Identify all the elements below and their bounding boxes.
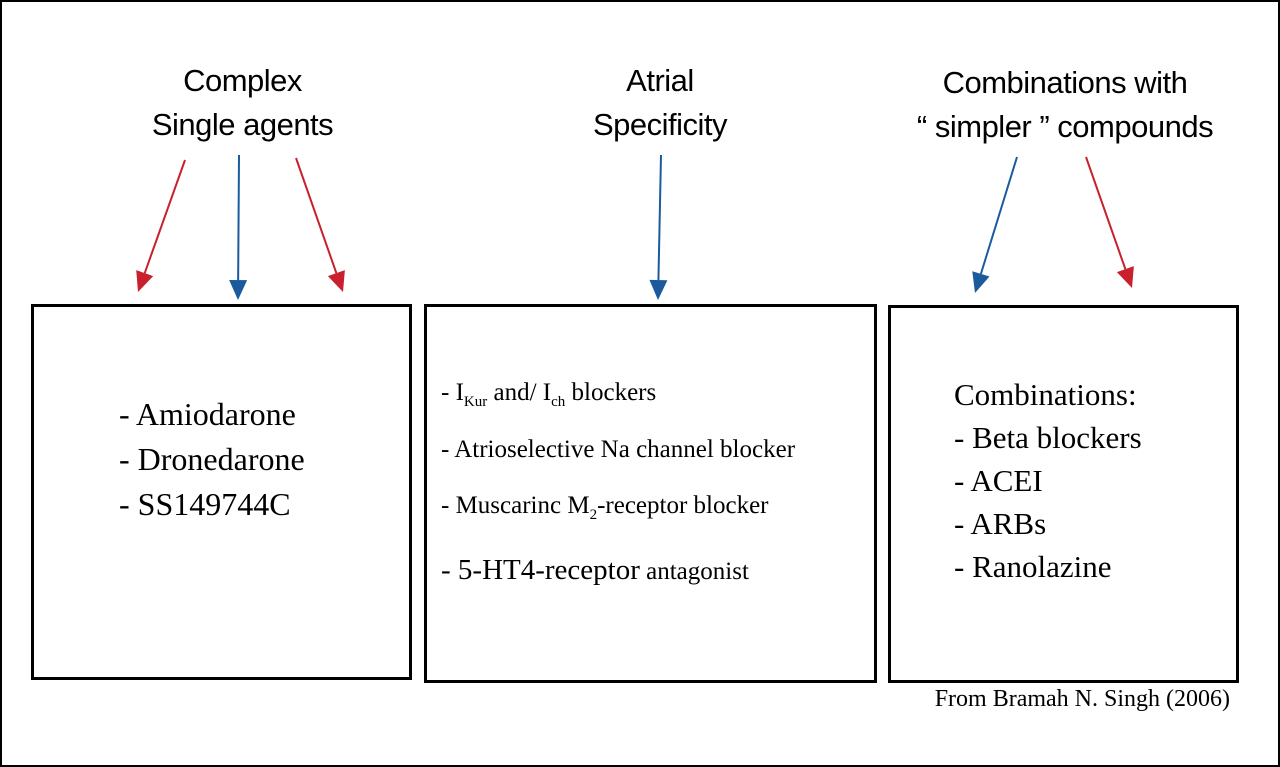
text-part: - 5-HT4-receptor	[441, 554, 640, 586]
arrow-head	[229, 279, 248, 300]
text-part: and/ I	[487, 379, 552, 406]
list-item: - ACEI	[954, 463, 1043, 498]
list-item: - Ranolazine	[954, 549, 1112, 584]
list-item: - Dronedarone	[119, 441, 305, 477]
heading-atrial-specificity: Atrial Specificity	[545, 59, 775, 147]
text-part: antagonist	[639, 558, 749, 585]
list-item: - ARBs	[954, 506, 1047, 541]
text-part: -receptor blocker	[597, 492, 769, 519]
list-item-na-channel: - Atrioselective Na channel blocker	[441, 436, 796, 463]
heading-line: Complex	[183, 63, 302, 98]
arrow-atrial-center	[649, 154, 668, 300]
arrow-combos-left	[972, 156, 1018, 293]
arrow-complex-right	[295, 157, 345, 292]
arrow-shaft	[657, 154, 662, 281]
list-item: - Amiodarone	[119, 396, 296, 432]
single-agents-list: - Amiodarone - Dronedarone - SS149744C	[119, 392, 305, 527]
list-item-ikur: - IKur and/ Ich blockers	[441, 379, 657, 410]
arrow-complex-center	[229, 154, 248, 300]
box-atrial-specific: - IKur and/ Ich blockers - Atrioselectiv…	[424, 304, 877, 683]
list-item-5ht4: - 5-HT4-receptor antagonist	[441, 554, 749, 587]
heading-complex-single-agents: Complex Single agents	[120, 59, 365, 147]
arrow-head	[1116, 266, 1134, 288]
arrow-combos-right	[1085, 156, 1134, 288]
text-part: - Muscarinc M	[441, 492, 590, 519]
heading-line: Specificity	[592, 107, 728, 142]
arrow-head	[136, 270, 154, 292]
heading-line: “ simpler ” compounds	[916, 109, 1214, 144]
arrow-shaft	[295, 157, 338, 274]
subscript: Kur	[463, 394, 488, 410]
arrow-complex-left	[136, 159, 186, 292]
list-item: - Beta blockers	[954, 420, 1142, 455]
arrow-shaft	[979, 156, 1018, 275]
subscript: 2	[589, 507, 598, 523]
arrow-head	[649, 279, 668, 300]
heading-line: Combinations with	[942, 65, 1188, 100]
subscript: ch	[551, 394, 566, 410]
box-combinations: Combinations: - Beta blockers - ACEI - A…	[888, 305, 1239, 683]
arrow-head	[327, 270, 345, 292]
text-part: blockers	[565, 379, 657, 406]
box-single-agents: - Amiodarone - Dronedarone - SS149744C	[31, 304, 412, 680]
heading-line: Atrial	[626, 63, 694, 98]
text-part: - I	[441, 379, 464, 406]
arrow-head	[972, 271, 990, 293]
heading-line: Single agents	[151, 107, 334, 142]
list-item: - SS149744C	[119, 486, 291, 522]
heading-combinations: Combinations with “ simpler ” compounds	[890, 61, 1240, 149]
source-credit: From Bramah N. Singh (2006)	[934, 686, 1230, 712]
list-item: Combinations:	[954, 377, 1137, 412]
list-item-muscarinic: - Muscarinc M2-receptor blocker	[441, 492, 769, 523]
combinations-list: Combinations: - Beta blockers - ACEI - A…	[954, 373, 1142, 588]
arrow-shaft	[1085, 156, 1127, 270]
arrow-shaft	[237, 154, 240, 281]
arrow-shaft	[143, 159, 186, 274]
